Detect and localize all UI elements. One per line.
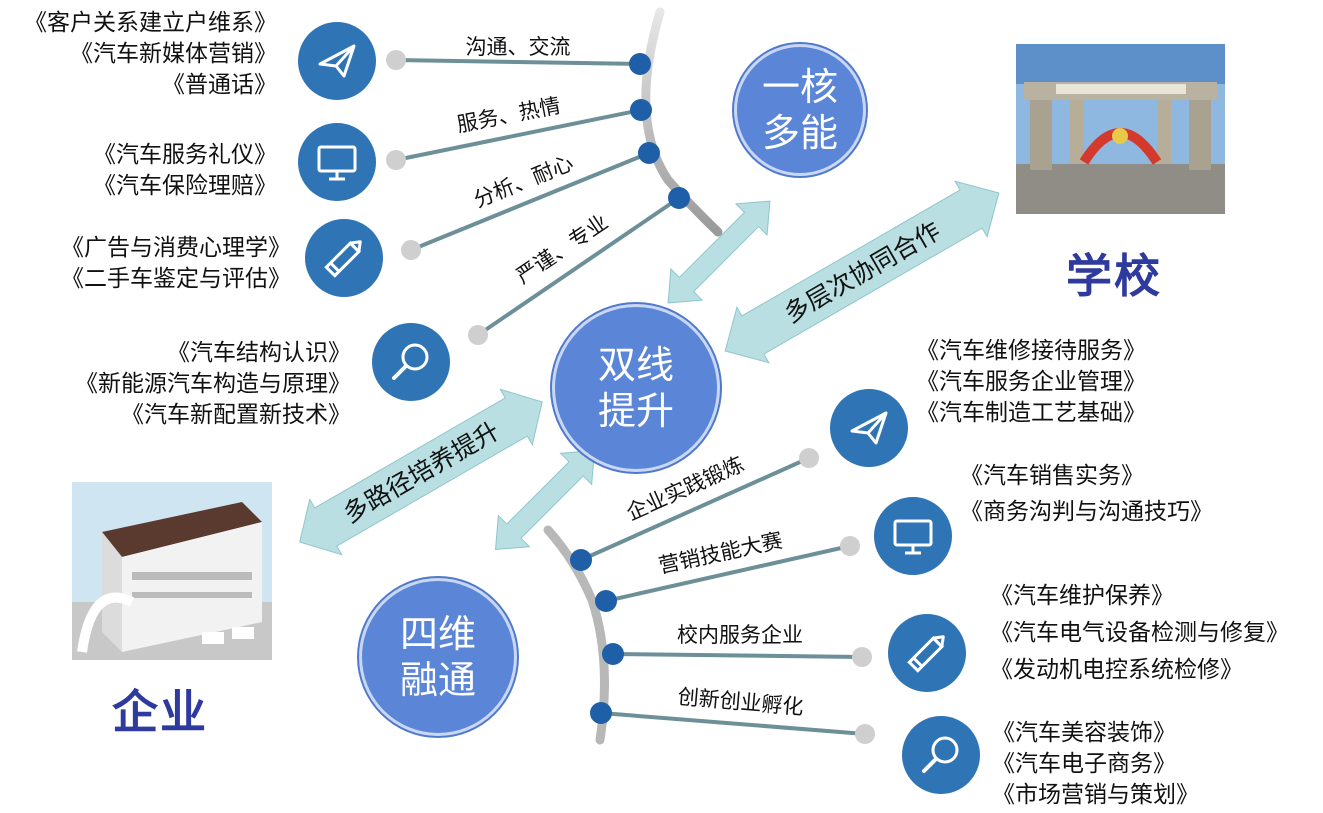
arc-dot bbox=[668, 187, 690, 209]
branch-line-4 bbox=[476, 196, 681, 337]
course-list-4: 《汽车结构认识》 《新能源汽车构造与原理》 《汽车新配置新技术》 bbox=[75, 338, 351, 431]
end-dot bbox=[386, 50, 406, 70]
course-item: 《汽车维护保养》 bbox=[990, 583, 1174, 609]
arc-dot bbox=[629, 53, 651, 75]
branch-line-8 bbox=[600, 711, 866, 736]
course-item: 《发动机电控系统检修》 bbox=[990, 657, 1243, 683]
course-item: 《汽车服务企业管理》 bbox=[916, 369, 1146, 395]
course-item: 《商务沟判与沟通技巧》 bbox=[960, 499, 1213, 525]
school-label: 学校 bbox=[1066, 249, 1162, 303]
hub-top-line1: 一核 bbox=[761, 65, 838, 109]
branch-label: 沟通、交流 bbox=[466, 35, 571, 59]
course-item: 《汽车新媒体营销》 bbox=[70, 41, 277, 67]
magnifier-icon bbox=[902, 716, 980, 794]
course-item: 《新能源汽车构造与原理》 bbox=[75, 371, 351, 397]
course-item: 《二手车鉴定与评估》 bbox=[61, 266, 291, 292]
course-list-2: 《汽车服务礼仪》 《汽车保险理赔》 bbox=[93, 140, 277, 202]
course-list-5: 《汽车维修接待服务》 《汽车服务企业管理》 《汽车制造工艺基础》 bbox=[916, 336, 1146, 429]
course-item: 《客户关系建立户维系》 bbox=[24, 10, 277, 36]
arrow-school-label: 多层次协同合作 bbox=[779, 216, 945, 329]
hub-bottom-line1: 四维 bbox=[399, 612, 476, 656]
paper-plane-icon bbox=[830, 389, 908, 467]
course-item: 《汽车服务礼仪》 bbox=[93, 142, 277, 168]
pencil-icon bbox=[888, 614, 966, 692]
enterprise-label: 企业 bbox=[112, 685, 208, 739]
paper-plane-icon bbox=[298, 22, 376, 100]
course-item: 《汽车美容装饰》 bbox=[992, 720, 1176, 746]
course-item: 《汽车电子商务》 bbox=[992, 751, 1176, 777]
course-item: 《市场营销与策划》 bbox=[992, 782, 1199, 808]
end-dot bbox=[840, 536, 860, 556]
course-item: 《汽车保险理赔》 bbox=[93, 173, 277, 199]
hub-bottom-line2: 融通 bbox=[399, 658, 476, 702]
course-item: 《汽车维修接待服务》 bbox=[916, 338, 1146, 364]
branch-line-1 bbox=[395, 58, 641, 66]
arc-dot bbox=[630, 99, 652, 121]
branch-label: 校内服务企业 bbox=[677, 623, 803, 647]
enterprise-photo bbox=[72, 482, 272, 660]
arc-dot bbox=[570, 549, 592, 571]
branch-label: 创新创业孵化 bbox=[677, 685, 805, 720]
course-item: 《汽车销售实务》 bbox=[960, 463, 1144, 489]
arc-dot bbox=[595, 590, 617, 612]
hub-top-line2: 多能 bbox=[761, 111, 838, 155]
arrow-top-center bbox=[667, 200, 771, 304]
course-item: 《汽车新配置新技术》 bbox=[121, 402, 351, 428]
course-list-1: 《客户关系建立户维系》 《汽车新媒体营销》 《普通话》 bbox=[24, 8, 277, 101]
course-item: 《汽车电气设备检测与修复》 bbox=[990, 620, 1289, 646]
arc-dot bbox=[602, 643, 624, 665]
arc-dot bbox=[638, 142, 660, 164]
course-list-3: 《广告与消费心理学》 《二手车鉴定与评估》 bbox=[61, 233, 291, 295]
end-dot bbox=[468, 325, 488, 345]
branch-line-6 bbox=[605, 544, 851, 603]
pencil-icon bbox=[305, 219, 383, 297]
course-list-7: 《汽车维护保养》 《汽车电气设备检测与修复》 《发动机电控系统检修》 bbox=[990, 578, 1289, 689]
arrow-enterprise-label: 多路径培养提升 bbox=[338, 416, 504, 529]
monitor-icon bbox=[298, 123, 376, 201]
branch-line-5 bbox=[580, 456, 810, 562]
hub-center-line1: 双线 bbox=[597, 343, 674, 387]
arc-dot bbox=[590, 702, 612, 724]
hub-center-line2: 提升 bbox=[597, 389, 674, 433]
course-list-8: 《汽车美容装饰》 《汽车电子商务》 《市场营销与策划》 bbox=[992, 718, 1199, 811]
branch-line-7 bbox=[612, 652, 863, 659]
course-item: 《汽车制造工艺基础》 bbox=[916, 400, 1146, 426]
course-item: 《广告与消费心理学》 bbox=[61, 235, 291, 261]
end-dot bbox=[401, 240, 421, 260]
branch-line-2 bbox=[395, 108, 642, 162]
course-item: 《汽车结构认识》 bbox=[167, 340, 351, 366]
monitor-icon bbox=[874, 497, 952, 575]
school-photo bbox=[1016, 44, 1225, 214]
course-list-6: 《汽车销售实务》 《商务沟判与沟通技巧》 bbox=[960, 458, 1213, 530]
hub-bottom: 四维 融通 bbox=[359, 578, 517, 736]
hub-center: 双线 提升 bbox=[552, 304, 720, 472]
end-dot bbox=[799, 448, 819, 468]
bottom-arc bbox=[543, 525, 609, 745]
hub-top: 一核 多能 bbox=[734, 44, 866, 176]
course-item: 《普通话》 bbox=[162, 72, 277, 98]
branch-line-3 bbox=[410, 151, 650, 252]
branch-label: 营销技能大赛 bbox=[656, 528, 784, 578]
end-dot bbox=[386, 150, 406, 170]
magnifier-icon bbox=[372, 323, 450, 401]
end-dot bbox=[855, 724, 875, 744]
end-dot bbox=[852, 647, 872, 667]
